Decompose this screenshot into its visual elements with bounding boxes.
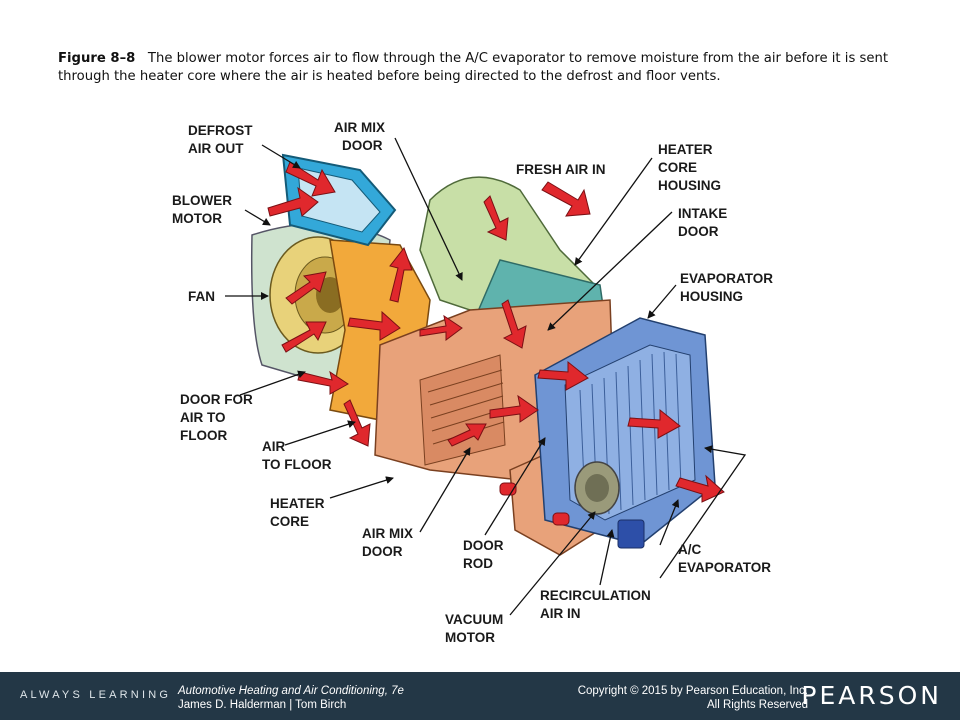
label-heater-core: HEATER: [270, 496, 325, 511]
label-line: FLOOR: [180, 428, 227, 443]
heater-core: [419, 354, 506, 466]
arrow-heater: [489, 394, 539, 423]
label-line: MOTOR: [172, 211, 222, 226]
label-line: EVAPORATOR: [678, 560, 771, 575]
label-line: AIR TO: [180, 410, 226, 425]
pearson-logo: PEARSON: [801, 681, 942, 710]
label-door-for-air-to-floor: DOOR FOR: [180, 392, 253, 407]
arrow-down-1: [501, 299, 527, 349]
label-fan: FAN: [188, 289, 215, 304]
book-authors: James D. Halderman | Tom Birch: [178, 699, 347, 711]
book-title: Automotive Heating and Air Conditioning,…: [178, 685, 404, 697]
arrow-defrost: [285, 161, 336, 197]
arrow-blower-1: [267, 186, 319, 217]
label-heater-core-housing: HEATER: [658, 142, 713, 157]
figure-caption: Figure 8–8 The blower motor forces air t…: [58, 50, 898, 85]
label-blower-motor: BLOWER: [172, 193, 232, 208]
label-line: HOUSING: [658, 178, 721, 193]
arrow-fan-2: [281, 321, 327, 353]
label-recirculation-air-in: RECIRCULATION: [540, 588, 651, 603]
label-fresh-air-in: FRESH AIR IN: [516, 162, 606, 177]
label-line: TO FLOOR: [262, 457, 332, 472]
arrow-evap-2: [675, 474, 725, 503]
label-door-rod: DOOR: [463, 538, 504, 553]
label-line: CORE: [658, 160, 697, 175]
label-line: DOOR: [678, 224, 719, 239]
label-line: AIR OUT: [188, 141, 244, 156]
label-air-mix-door-top: AIR MIX: [334, 120, 385, 135]
label-defrost: DEFROST: [188, 123, 253, 138]
arrow-floor-2: [343, 399, 371, 447]
arrow-heater-2: [447, 423, 487, 447]
arrow-fresh-2: [483, 195, 509, 241]
always-learning-tagline: ALWAYS LEARNING: [20, 689, 172, 701]
fitting: [552, 512, 570, 526]
arrow-evap-3: [537, 360, 589, 391]
arrow-mid-2: [419, 314, 463, 341]
leader-lines: [225, 137, 747, 616]
label-line: ROD: [463, 556, 493, 571]
label-air-to-floor: AIR: [262, 439, 286, 454]
arrow-fresh: [541, 181, 591, 217]
label-air-mix-door-bottom: AIR MIX: [362, 526, 413, 541]
arrow-up-1: [389, 246, 413, 303]
label-line: CORE: [270, 514, 309, 529]
book-info: Automotive Heating and Air Conditioning,…: [178, 684, 404, 712]
rights-text: All Rights Reserved: [707, 699, 808, 711]
airflow-arrows: [267, 161, 725, 503]
label-line: DOOR: [342, 138, 383, 153]
label-vacuum-motor: VACUUM: [445, 612, 503, 627]
caption-text: The blower motor forces air to flow thro…: [58, 51, 889, 84]
copyright-block: Copyright © 2015 by Pearson Education, I…: [578, 684, 808, 712]
label-ac-evaporator: A/C: [678, 542, 702, 557]
callout-labels: DEFROST AIR OUT AIR MIX DOOR FRESH AIR I…: [172, 120, 773, 645]
arrow-mid-1: [347, 310, 401, 341]
arrow-evap-1: [627, 408, 681, 439]
figure-label: Figure 8–8: [58, 51, 136, 66]
label-evaporator-housing: EVAPORATOR: [680, 271, 773, 286]
label-intake-door: INTAKE: [678, 206, 727, 221]
copyright-text: Copyright © 2015 by Pearson Education, I…: [577, 685, 808, 697]
label-line: MOTOR: [445, 630, 495, 645]
vacuum-motor: [574, 461, 645, 549]
arrow-fan-1: [285, 271, 327, 305]
arrow-floor-1: [297, 370, 349, 395]
label-line: HOUSING: [680, 289, 743, 304]
hvac-diagram: DEFROST AIR OUT AIR MIX DOOR FRESH AIR I…: [172, 120, 773, 645]
footer-bar: ALWAYS LEARNING Automotive Heating and A…: [0, 672, 960, 720]
label-line: AIR IN: [540, 606, 581, 621]
label-line: DOOR: [362, 544, 403, 559]
